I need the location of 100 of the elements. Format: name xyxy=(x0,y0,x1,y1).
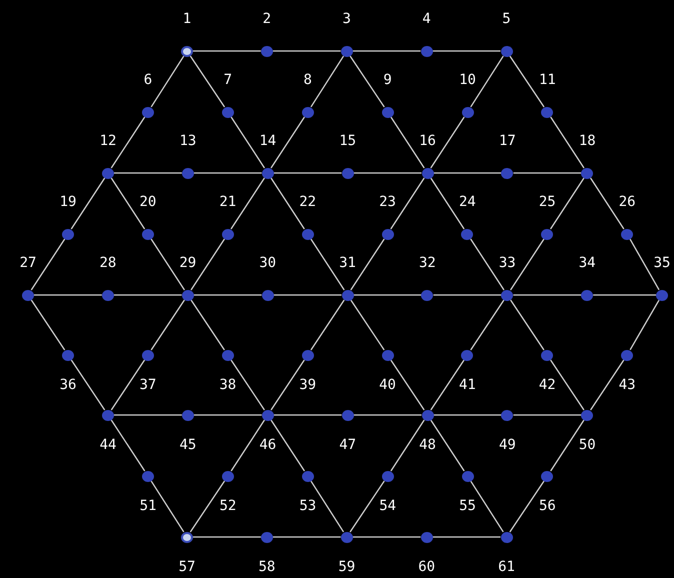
node-number: 57 xyxy=(178,559,196,575)
node-number: 37 xyxy=(139,377,156,393)
mesh-line xyxy=(390,360,425,410)
mesh-line xyxy=(354,294,422,296)
mesh-node xyxy=(181,46,193,56)
mesh-line xyxy=(150,238,185,290)
mesh-line xyxy=(550,420,584,472)
mesh-node xyxy=(182,410,194,420)
mesh-node xyxy=(262,290,274,300)
mesh-node xyxy=(501,168,514,178)
node-number: 55 xyxy=(459,498,476,514)
node-number: 32 xyxy=(418,255,436,271)
node-number: 3 xyxy=(342,11,351,27)
mesh-line xyxy=(114,172,182,174)
node-number: 52 xyxy=(219,498,236,514)
mesh-line xyxy=(310,480,344,532)
mesh-line xyxy=(513,294,582,296)
node-number: 49 xyxy=(498,437,516,453)
node-number: 9 xyxy=(383,72,392,88)
mesh-node xyxy=(501,410,514,420)
mesh-line xyxy=(470,300,504,350)
mesh-node xyxy=(621,350,634,360)
node-number: 40 xyxy=(379,377,396,393)
mesh-line xyxy=(270,420,305,472)
mesh-node xyxy=(500,46,512,56)
mesh-line xyxy=(190,238,225,290)
mesh-node xyxy=(262,410,274,420)
mesh-node xyxy=(382,228,394,240)
mesh-line xyxy=(352,50,421,52)
mesh-line xyxy=(470,56,504,108)
mesh-node xyxy=(260,532,273,542)
node-number: 29 xyxy=(179,255,196,271)
node-number: 34 xyxy=(578,255,596,271)
node-number: 45 xyxy=(179,437,196,453)
node-number: 14 xyxy=(259,133,276,149)
mesh-node xyxy=(222,106,234,118)
node-number: 60 xyxy=(418,559,436,575)
mesh-line xyxy=(354,172,422,174)
mesh-node xyxy=(222,350,234,360)
mesh-line xyxy=(310,56,344,108)
mesh-node xyxy=(382,350,394,360)
mesh-line xyxy=(194,172,262,174)
node-number: 33 xyxy=(498,255,516,271)
mesh-line xyxy=(270,178,305,230)
mesh-line xyxy=(590,360,624,410)
node-number: 43 xyxy=(618,377,636,393)
node-number: 25 xyxy=(538,194,556,210)
node-number: 17 xyxy=(498,133,516,149)
mesh-node xyxy=(181,532,193,542)
node-number: 48 xyxy=(419,437,436,453)
node-number: 21 xyxy=(219,194,236,210)
node-number: 22 xyxy=(299,194,316,210)
mesh-node xyxy=(302,350,314,360)
mesh-node xyxy=(656,290,668,300)
node-number: 12 xyxy=(100,133,116,149)
mesh-line xyxy=(350,480,385,532)
mesh-node xyxy=(501,290,514,300)
mesh-line xyxy=(470,238,504,290)
mesh-node xyxy=(260,46,273,56)
mesh-node xyxy=(581,410,594,420)
mesh-line xyxy=(630,300,660,350)
mesh-node xyxy=(182,290,194,300)
mesh-node xyxy=(222,228,234,240)
mesh-line xyxy=(230,178,265,230)
mesh-node xyxy=(102,290,114,300)
mesh-line xyxy=(150,56,184,108)
mesh-line xyxy=(270,360,305,410)
mesh-line xyxy=(432,50,500,52)
mesh-line xyxy=(274,294,342,296)
mesh-node xyxy=(340,46,353,56)
mesh-node xyxy=(462,470,474,482)
mesh-node xyxy=(422,410,434,420)
node-number: 44 xyxy=(100,437,116,453)
mesh-node xyxy=(462,106,474,118)
mesh-line xyxy=(509,56,545,108)
mesh-line xyxy=(432,536,500,538)
node-number: 24 xyxy=(458,194,476,210)
mesh-line xyxy=(433,294,502,296)
node-number: 51 xyxy=(140,498,156,514)
node-number: 39 xyxy=(299,377,316,393)
mesh-line xyxy=(150,480,184,532)
mesh-line xyxy=(590,178,624,230)
mesh-line xyxy=(593,294,656,296)
node-number: 7 xyxy=(224,72,232,88)
mesh-node xyxy=(541,228,554,240)
node-number: 50 xyxy=(578,437,596,453)
mesh-node xyxy=(102,410,114,420)
mesh-node xyxy=(62,228,74,240)
mesh-node xyxy=(342,410,354,420)
mesh-line xyxy=(274,414,342,416)
mesh-node xyxy=(421,290,434,300)
node-number: 56 xyxy=(538,498,556,514)
mesh-node xyxy=(342,168,354,178)
node-number: 61 xyxy=(498,559,515,575)
mesh-line xyxy=(110,116,146,168)
mesh-line xyxy=(114,294,182,296)
mesh-line xyxy=(194,294,262,296)
node-number: 58 xyxy=(258,559,276,575)
node-number: 36 xyxy=(60,377,76,393)
mesh-node xyxy=(340,532,353,542)
